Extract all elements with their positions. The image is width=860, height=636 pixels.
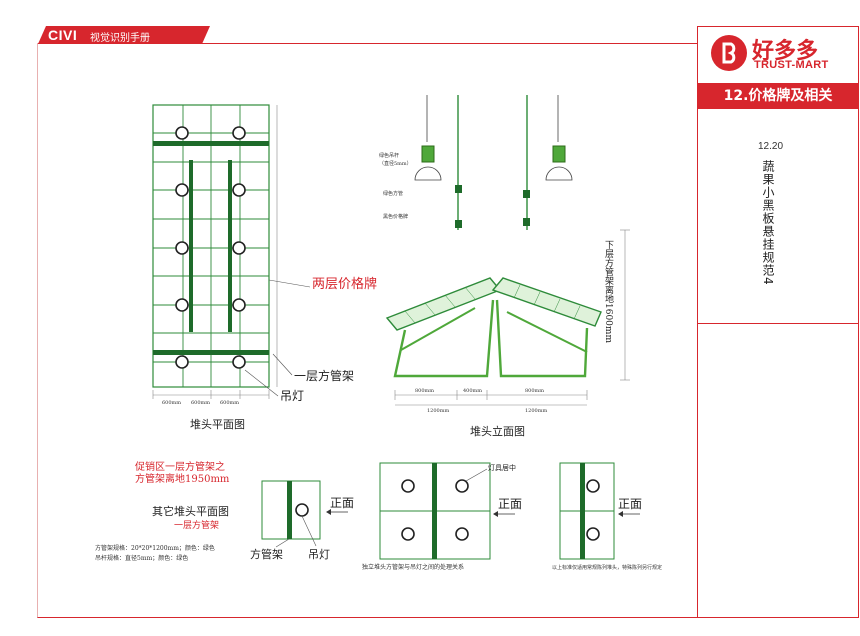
label-green-pole: 绿色吊杆 xyxy=(379,152,399,159)
section-subtitle: 蔬果小黑板悬挂规范4 xyxy=(761,160,775,286)
elevation-caption: 堆头立面图 xyxy=(470,424,525,438)
label-first-layer-pipe: 一层方管架 xyxy=(294,368,354,383)
logo-en-text: TRUST-MART xyxy=(754,59,829,71)
section-title: 12.价格牌及相关 xyxy=(697,83,859,109)
elev-total-1: 1200mm xyxy=(427,408,449,414)
floor-height-note: 下层方管架离地1600mm xyxy=(603,240,614,343)
logo-cn-text: 好多多 xyxy=(752,39,819,64)
front-label-2: 正面 xyxy=(498,497,522,511)
brand-text: CIVI xyxy=(48,27,78,43)
bottom-label-lamp: 吊灯 xyxy=(308,548,330,561)
mid-caption: 独立堆头方管架与吊灯之间的处理关系 xyxy=(362,563,464,571)
bottom-label-pipe: 方管架 xyxy=(250,547,283,561)
spec-pole: 吊杆规格：直径5mm；颜色：绿色 xyxy=(95,554,188,562)
manual-title: 视觉识别手册 xyxy=(90,33,150,44)
label-black-board: 黑色价格牌 xyxy=(383,213,408,220)
front-label-1: 正面 xyxy=(330,496,354,510)
promo-note-line1: 促销区一层方管架之 xyxy=(135,460,225,473)
header-bar xyxy=(38,26,210,44)
elev-dim-3: 800mm xyxy=(525,388,544,394)
plan-dim-2: 600mm xyxy=(191,400,210,406)
promo-note-line2: 方管架离地1950mm xyxy=(135,472,230,485)
other-plan-title: 其它堆头平面图 xyxy=(152,504,229,518)
label-green-bar: 绿色方管 xyxy=(383,190,403,197)
elev-dim-1: 800mm xyxy=(415,388,434,394)
lamp-center-label: 灯具居中 xyxy=(488,463,516,472)
header-rule xyxy=(38,43,698,44)
plan-caption: 堆头平面图 xyxy=(190,418,245,431)
right-panel-rule xyxy=(697,323,859,324)
right-panel xyxy=(697,26,859,618)
front-label-3: 正面 xyxy=(618,497,642,511)
plan-view-diagram: 600mm 600mm 600mm 两层价格牌 一层方管架 吊灯 堆头平面图 xyxy=(152,104,377,431)
label-lamp: 吊灯 xyxy=(280,389,304,403)
trust-mart-logo-icon xyxy=(711,35,747,71)
elev-dim-2: 400mm xyxy=(463,388,482,394)
other-plan-subtitle: 一层方管架 xyxy=(174,519,219,531)
right-caption: 以上标准仅适用常规陈列堆头，特殊陈列另行规定 xyxy=(552,564,662,571)
section-number: 12.20 xyxy=(758,141,784,152)
plan-dim-1: 600mm xyxy=(162,400,181,406)
elevation-view-diagram: 绿色吊杆 （直径5mm） 绿色方管 黑色价格牌 800mm 400mm 8 xyxy=(379,95,630,438)
elev-total-2: 1200mm xyxy=(525,408,547,414)
label-two-layer-price-board: 两层价格牌 xyxy=(312,276,377,292)
bottom-diagrams: 促销区一层方管架之 方管架离地1950mm 其它堆头平面图 一层方管架 方管架规… xyxy=(95,460,662,571)
plan-dim-3: 600mm xyxy=(220,400,239,406)
label-green-pole-diameter: （直径5mm） xyxy=(379,160,412,167)
spec-pipe: 方管架规格：20*20*1200mm；颜色：绿色 xyxy=(95,544,215,552)
